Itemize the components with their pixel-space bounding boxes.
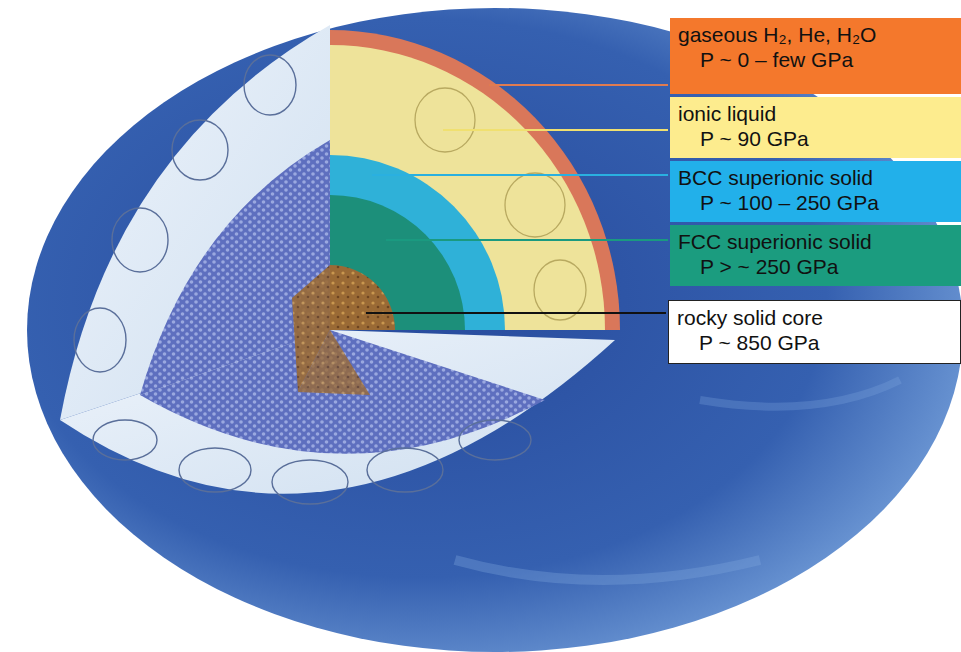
- planet-sphere: [27, 8, 961, 652]
- layer-name: rocky solid core: [669, 305, 954, 330]
- pressure-value: P ~ 90 GPa: [670, 126, 955, 151]
- cut-face-bottom: [60, 330, 615, 494]
- rocky-core: [330, 265, 395, 330]
- layer-label-box: BCC superionic solidP ~ 100 – 250 GPa: [670, 161, 961, 222]
- layer-bcc: [330, 155, 505, 330]
- layer-ionic-liquid: [330, 45, 605, 330]
- pressure-value: P ~ 100 – 250 GPa: [670, 190, 955, 215]
- lattice-bottom: [140, 330, 545, 454]
- pressure-value: P ~ 0 – few GPa: [670, 47, 955, 72]
- lattice-left: [140, 140, 330, 395]
- layer-fcc: [330, 195, 465, 330]
- pressure-value: P > ~ 250 GPa: [670, 254, 955, 279]
- layer-name: ionic liquid: [670, 101, 955, 126]
- layer-gas: [330, 30, 620, 330]
- layer-label-box: gaseous H₂, He, H₂OP ~ 0 – few GPa: [670, 18, 961, 94]
- layer-name: BCC superionic solid: [670, 165, 955, 190]
- pressure-value: P ~ 850 GPa: [669, 330, 954, 355]
- leader-lines: [366, 85, 668, 313]
- layer-name: FCC superionic solid: [670, 229, 955, 254]
- layer-label-box: FCC superionic solidP > ~ 250 GPa: [670, 225, 961, 286]
- layer-label-box: rocky solid coreP ~ 850 GPa: [668, 300, 961, 364]
- layer-name: gaseous H₂, He, H₂O: [670, 22, 955, 47]
- layer-label-box: ionic liquidP ~ 90 GPa: [670, 97, 961, 158]
